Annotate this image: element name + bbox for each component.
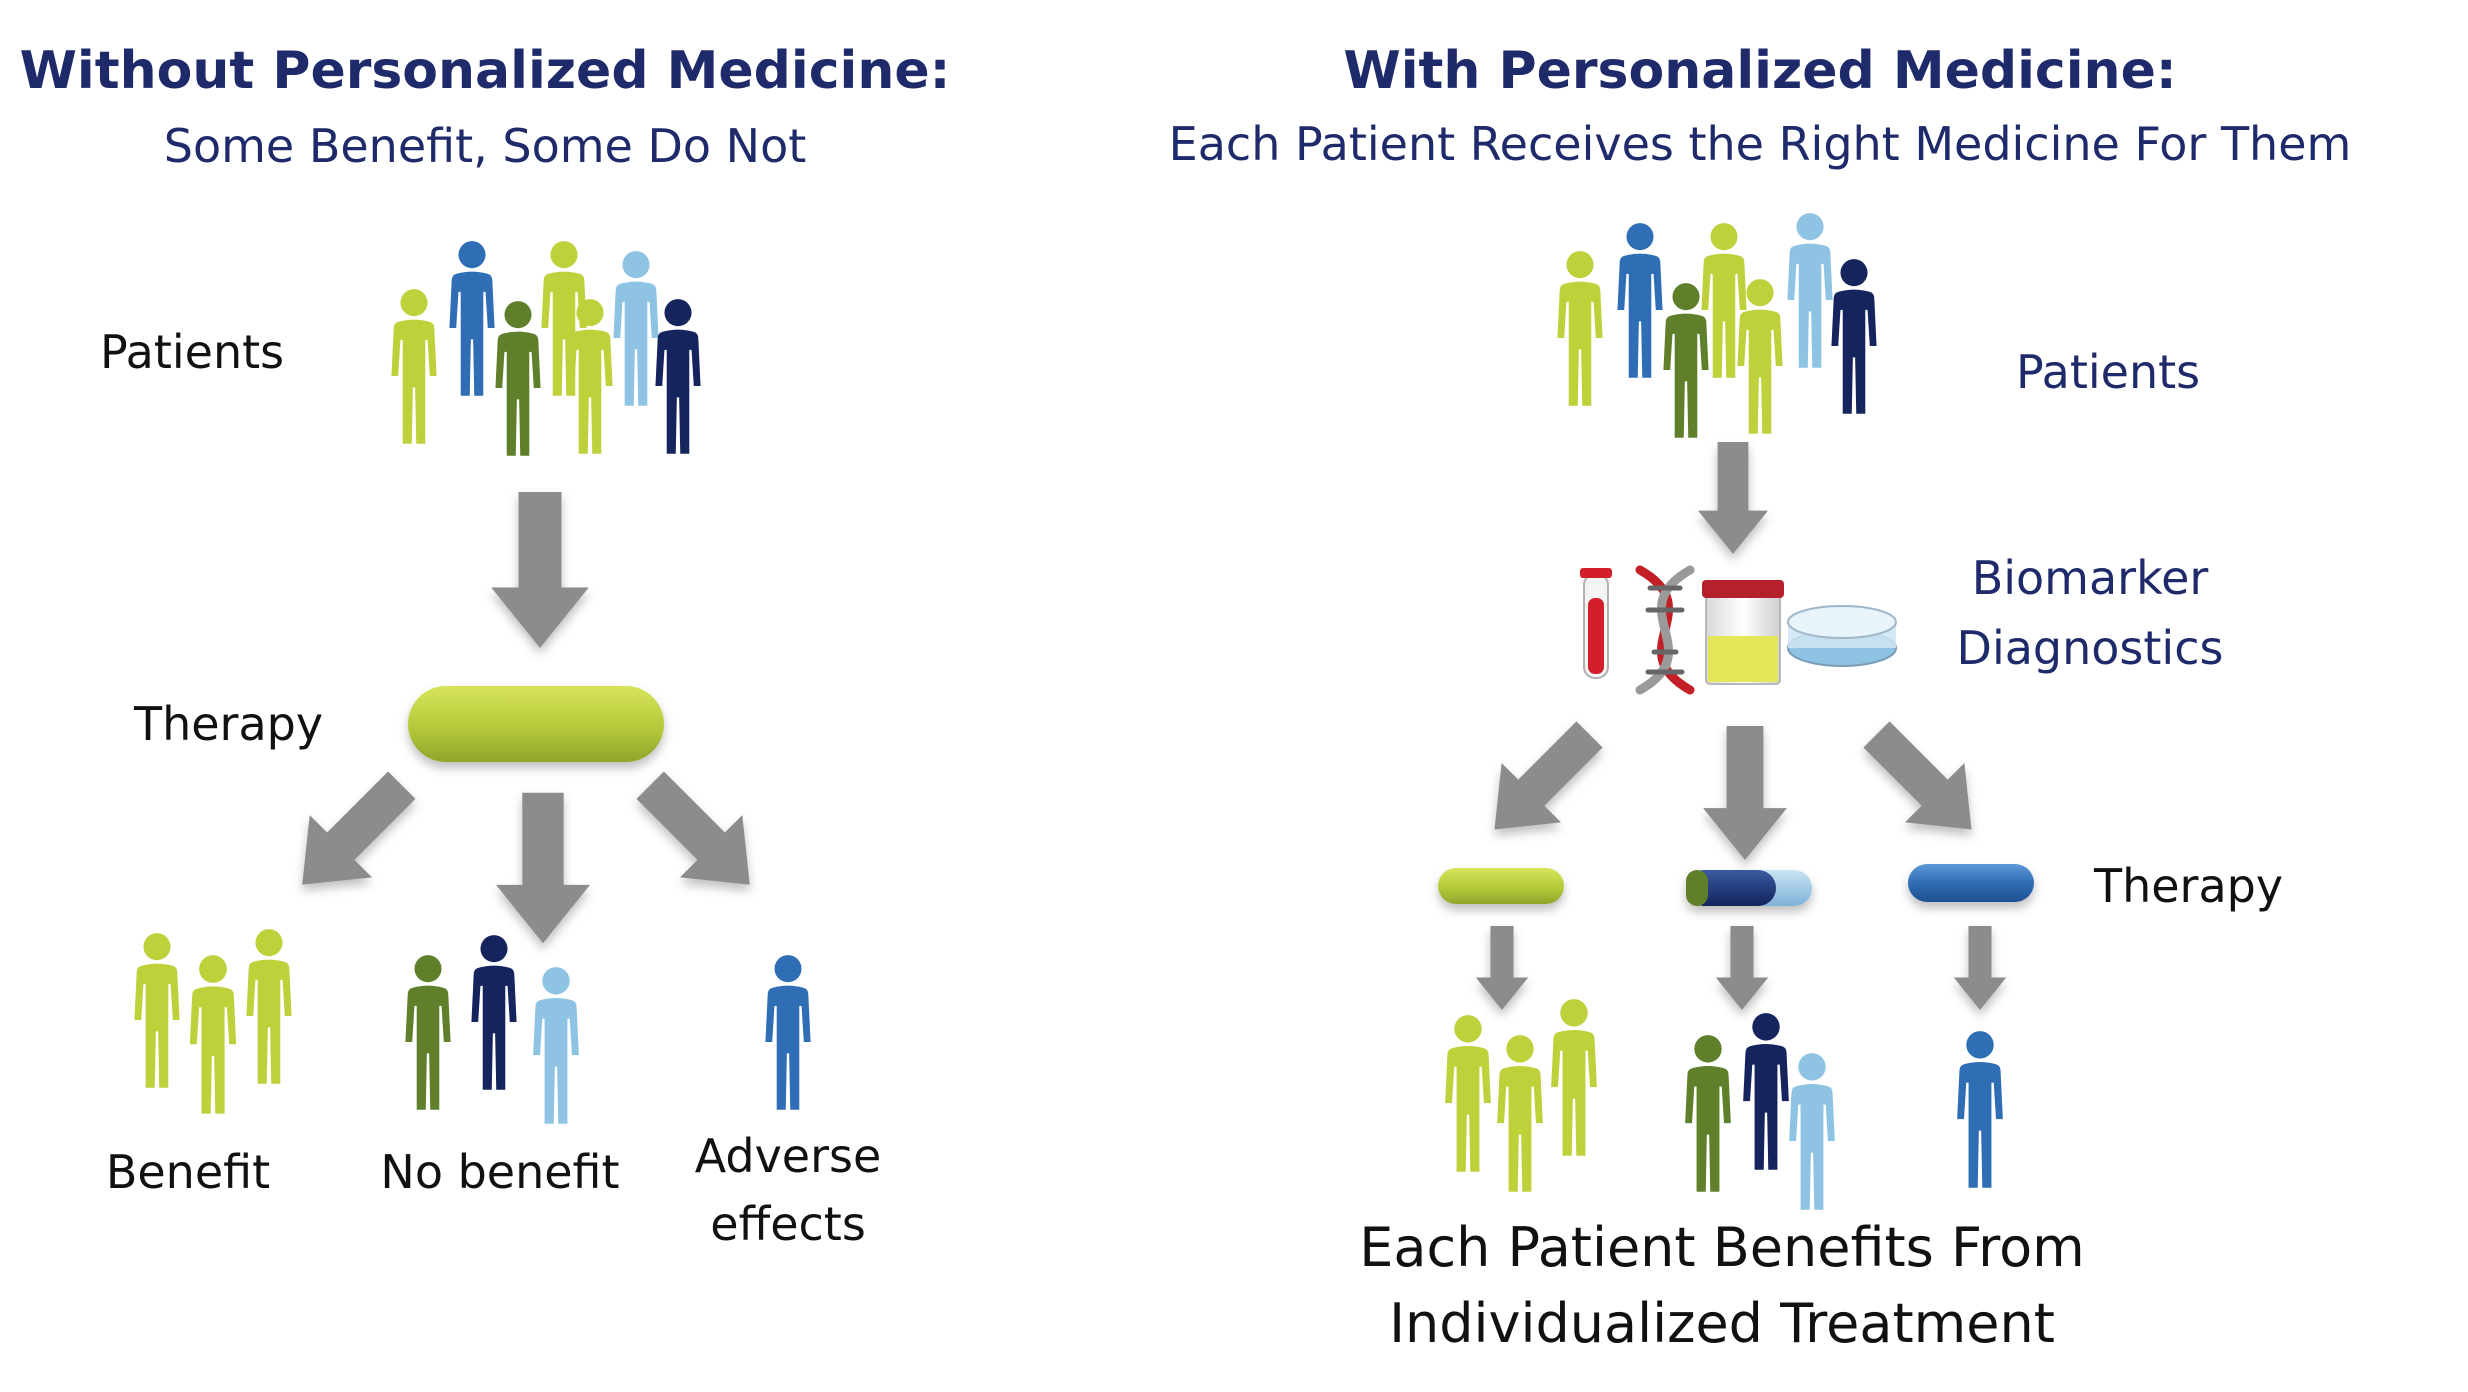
specimen-cup-icon <box>1702 580 1784 685</box>
footer-line2: Individualized Treatment <box>1389 1292 2055 1355</box>
no-benefit-label: No benefit <box>380 1145 619 1199</box>
left-outcome-arrows <box>271 754 781 944</box>
pill-icon <box>1686 870 1812 906</box>
dna-icon <box>1635 565 1695 695</box>
down-arrow-icon <box>1698 442 1768 554</box>
right-therapy-arrows <box>1475 926 2007 1010</box>
right-patients-group <box>1557 213 1877 438</box>
person-icon <box>655 299 701 454</box>
person-icon <box>1789 1053 1835 1210</box>
down-arrow-icon <box>271 754 433 916</box>
down-arrow-icon <box>1846 704 2002 860</box>
person-icon <box>495 301 541 456</box>
right-outcome-group-blue <box>1957 1031 2003 1188</box>
person-icon <box>189 955 237 1114</box>
pill-icon <box>408 686 664 762</box>
adverse-label-line1: Adverse <box>695 1129 882 1183</box>
down-arrow-icon <box>1703 726 1787 860</box>
adverse-label-line2: effects <box>710 1197 866 1251</box>
benefit-group <box>134 929 292 1114</box>
right-title: With Personalized Medicine: <box>1343 41 2176 101</box>
left-patients-group <box>391 241 701 456</box>
right-subtitle: Each Patient Receives the Right Medicine… <box>1169 117 2352 171</box>
pill-icon <box>1908 864 2034 902</box>
right-patients-label: Patients <box>2016 345 2200 399</box>
person-icon <box>1787 213 1833 368</box>
down-arrow-icon <box>1953 926 2007 1010</box>
left-title: Without Personalized Medicine: <box>20 41 951 101</box>
person-icon <box>1743 1013 1789 1170</box>
person-icon <box>1831 259 1877 414</box>
biomarker-label-line1: Biomarker <box>1972 551 2209 605</box>
person-icon <box>1685 1035 1731 1192</box>
person-icon <box>405 955 451 1110</box>
down-arrow-icon <box>619 754 781 916</box>
person-icon <box>391 289 437 444</box>
no-benefit-group <box>405 935 579 1124</box>
right-outcome-group-mixed <box>1685 1013 1835 1210</box>
person-icon <box>246 929 292 1084</box>
benefit-label: Benefit <box>106 1145 270 1199</box>
test-tube-icon <box>1580 568 1612 679</box>
person-icon <box>1551 999 1597 1156</box>
person-icon <box>765 955 811 1110</box>
biomarker-label-line2: Diagnostics <box>1957 621 2224 675</box>
petri-dish-icon <box>1787 605 1897 667</box>
person-icon <box>471 935 517 1090</box>
person-icon <box>1445 1015 1491 1172</box>
person-icon <box>134 933 180 1088</box>
person-icon <box>449 241 495 396</box>
pill-icon <box>1438 868 1564 904</box>
down-arrow-icon <box>1715 926 1769 1010</box>
person-icon <box>1497 1035 1543 1192</box>
person-icon <box>613 251 659 406</box>
right-outcome-group-lime <box>1445 999 1597 1192</box>
footer-line1: Each Patient Benefits From <box>1359 1216 2084 1279</box>
down-arrow-icon <box>1464 704 1620 860</box>
right-therapies <box>1438 864 2034 906</box>
left-subtitle: Some Benefit, Some Do Not <box>164 119 807 173</box>
right-diagnostic-arrows <box>1464 704 2002 860</box>
right-therapy-label: Therapy <box>2093 859 2283 913</box>
left-therapy-label: Therapy <box>133 697 323 751</box>
diagnostics-icons <box>1580 565 1897 695</box>
person-icon <box>533 967 579 1124</box>
person-icon <box>1957 1031 2003 1188</box>
person-icon <box>1557 251 1603 406</box>
person-icon <box>1617 223 1663 378</box>
down-arrow-icon <box>1475 926 1529 1010</box>
down-arrow-icon <box>496 792 590 944</box>
adverse-effects-group <box>765 955 811 1110</box>
left-patients-label: Patients <box>100 325 284 379</box>
down-arrow-icon <box>491 492 589 648</box>
